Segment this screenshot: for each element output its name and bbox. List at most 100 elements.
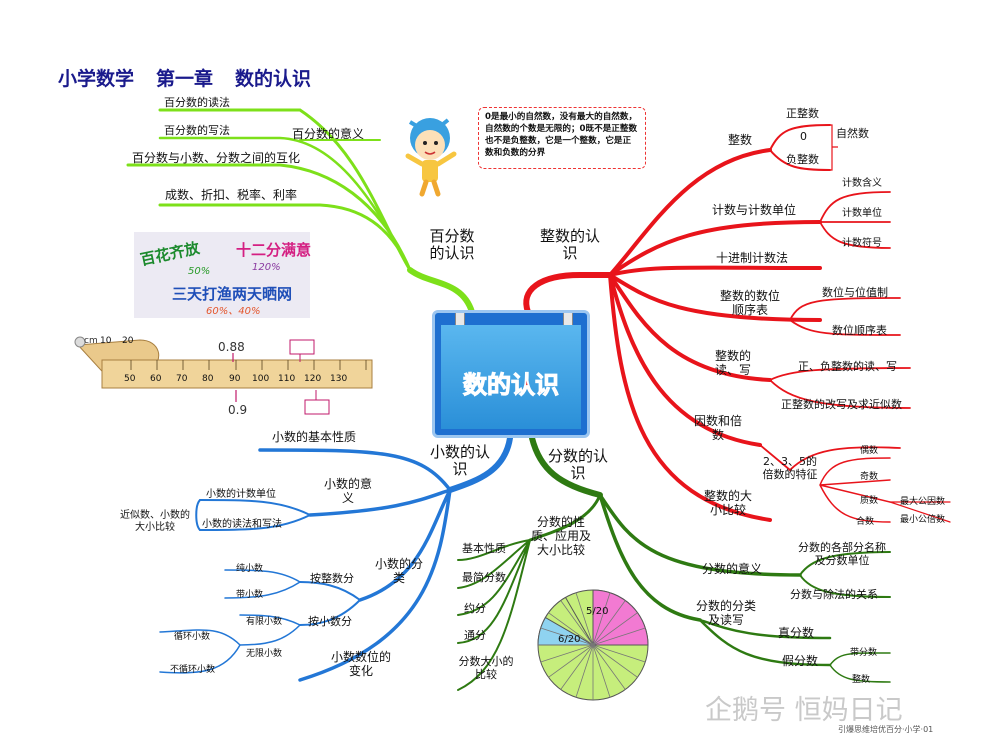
fraction-meaning: 分数的意义 — [702, 562, 763, 576]
integer-read-write: 整数的读、写 — [714, 349, 751, 377]
ruler-tick: 110 — [278, 374, 296, 384]
percent-write: 百分数的写法 — [164, 124, 230, 137]
integer-branch-lines — [523, 124, 951, 523]
decimal-meaning: 小数的意义 — [323, 477, 372, 505]
proper-fraction: 真分数 — [778, 626, 815, 640]
fraction-pie — [537, 589, 649, 701]
odd-number: 奇数 — [860, 472, 879, 482]
decimal-classify: 小数的分类 — [374, 557, 423, 585]
nonrecurring-decimal: 不循环小数 — [170, 665, 216, 675]
fraction-reduce: 约分 — [464, 602, 486, 615]
fraction-basic: 基本性质 — [462, 542, 506, 555]
fraction-simplest: 最简分数 — [462, 571, 506, 584]
ruler-value-bottom: 0.9 — [228, 403, 248, 417]
count-symbol: 计数符号 — [842, 238, 882, 249]
decimal-branch-lines — [159, 435, 513, 682]
place-table: 整数的数位顺序表 — [719, 289, 780, 317]
integer-negative: 负整数 — [786, 153, 819, 166]
center-node: 数的认识 — [432, 310, 590, 438]
integer-branch-label: 整数的认识 — [540, 227, 601, 263]
gcd: 最大公因数 — [900, 497, 946, 507]
recurring-decimal: 循环小数 — [174, 632, 211, 642]
fraction-classes: 分数的分类及读写 — [695, 599, 756, 627]
decimal-unit: 小数的计数单位 — [206, 489, 276, 500]
count-unit: 计数单位 — [842, 208, 882, 219]
percent-branch-lines — [126, 108, 475, 315]
factors-multiples: 因数和倍数 — [693, 414, 742, 442]
integer-whole: 整数 — [728, 133, 753, 147]
ruler-unit: cm — [84, 336, 98, 346]
cartoon-character — [405, 118, 457, 197]
integer-value: 整数 — [852, 675, 871, 685]
title-chapter: 第一章 — [156, 68, 214, 90]
decimal-system: 十进制计数法 — [716, 251, 789, 265]
integer-positive: 正整数 — [786, 107, 819, 120]
decimal-branch-label: 小数的认识 — [430, 443, 491, 479]
ruler-tick: 100 — [252, 374, 270, 384]
footer-text: 引爆思维培优百分·小学·01 — [838, 725, 934, 734]
percent-branch-label: 百分数的认识 — [429, 227, 475, 263]
integer-compare: 整数的大小比较 — [703, 489, 752, 517]
sticker-percent-3: 60%、40% — [206, 306, 261, 317]
ruler-tick: 70 — [176, 374, 188, 384]
percent-rates: 成数、折扣、税率、利率 — [165, 188, 298, 202]
place-value: 数位与位值制 — [822, 286, 888, 299]
lcm: 最小公倍数 — [900, 515, 946, 525]
integer-counting: 计数与计数单位 — [712, 203, 797, 217]
ruler-tick: 10 — [100, 336, 112, 346]
decimal-basic: 小数的基本性质 — [272, 430, 357, 444]
infinite-decimal: 无限小数 — [246, 649, 283, 659]
composite-number: 合数 — [856, 517, 875, 527]
decimal-approx: 近似数、小数的大小比较 — [120, 510, 190, 533]
ruler-tick: 50 — [124, 374, 136, 384]
integer-zero: 0 — [800, 130, 807, 143]
count-meaning: 计数含义 — [842, 178, 882, 189]
ruler-tick: 60 — [150, 374, 162, 384]
watermark: 企鹅号 恒妈日记 — [705, 695, 903, 726]
fraction-parts: 分数的各部分名称及分数单位 — [798, 541, 886, 567]
by-integer: 按整数分 — [310, 572, 354, 585]
percent-convert: 百分数与小数、分数之间的互化 — [132, 151, 301, 165]
mixed-number: 带分数 — [850, 648, 878, 658]
note-bubble: 0是最小的自然数，没有最大的自然数，自然数的个数是无限的；0既不是正整数也不是负… — [478, 107, 646, 169]
integer-rewrite: 正整数的改写及求近似数 — [781, 398, 902, 411]
ruler-value-top: 0.88 — [218, 340, 245, 354]
fraction-division: 分数与除法的关系 — [790, 588, 878, 601]
center-title: 数的认识 — [463, 371, 560, 400]
decimal-shift: 小数数位的变化 — [330, 650, 391, 678]
ruler-tick: 90 — [229, 374, 241, 384]
even-number: 偶数 — [860, 446, 879, 456]
percent-read: 百分数的读法 — [164, 96, 230, 109]
pure-decimal: 纯小数 — [236, 564, 264, 574]
title-subject: 小学数学 — [58, 68, 135, 90]
fraction-common: 通分 — [464, 629, 486, 642]
percent-meaning: 百分数的意义 — [292, 127, 365, 141]
sticker-idiom-1: 百花齐放 — [138, 238, 202, 270]
fraction-props: 分数的性质、应用及大小比较 — [530, 515, 591, 557]
by-decimal: 按小数分 — [308, 615, 352, 628]
decimal-read-write: 小数的读法和写法 — [202, 519, 282, 530]
improper-fraction: 假分数 — [782, 654, 819, 668]
fraction-branch-lines — [457, 435, 891, 691]
idiom-sticker: 百花齐放 50% 十二分满意 120% 三天打渔两天晒网 60%、40% — [134, 232, 311, 318]
mixed-decimal: 带小数 — [236, 590, 264, 600]
place-order: 数位顺序表 — [832, 324, 887, 337]
pie-label-b: 6/20 — [558, 634, 581, 645]
pie-label-a: 5/20 — [586, 606, 609, 617]
ruler-tick: 120 — [304, 374, 322, 384]
title-topic: 数的认识 — [235, 68, 312, 90]
ruler-graphic — [74, 336, 373, 415]
multiples-235: 2、3、5的倍数的特征 — [762, 455, 818, 481]
finite-decimal: 有限小数 — [246, 617, 283, 627]
prime-number: 质数 — [860, 496, 879, 506]
sticker-idiom-3: 三天打渔两天晒网 — [172, 285, 293, 303]
ruler-tick: 20 — [122, 336, 134, 346]
fraction-compare: 分数大小的比较 — [458, 655, 514, 681]
pm-read-write: 正、负整数的读、写 — [798, 360, 897, 373]
integer-natural: 自然数 — [836, 127, 869, 140]
ruler-tick: 130 — [330, 374, 348, 384]
page-title: 小学数学第一章数的认识 — [58, 64, 311, 91]
ruler-tick: 80 — [202, 374, 214, 384]
sticker-percent-2: 120% — [252, 262, 281, 273]
